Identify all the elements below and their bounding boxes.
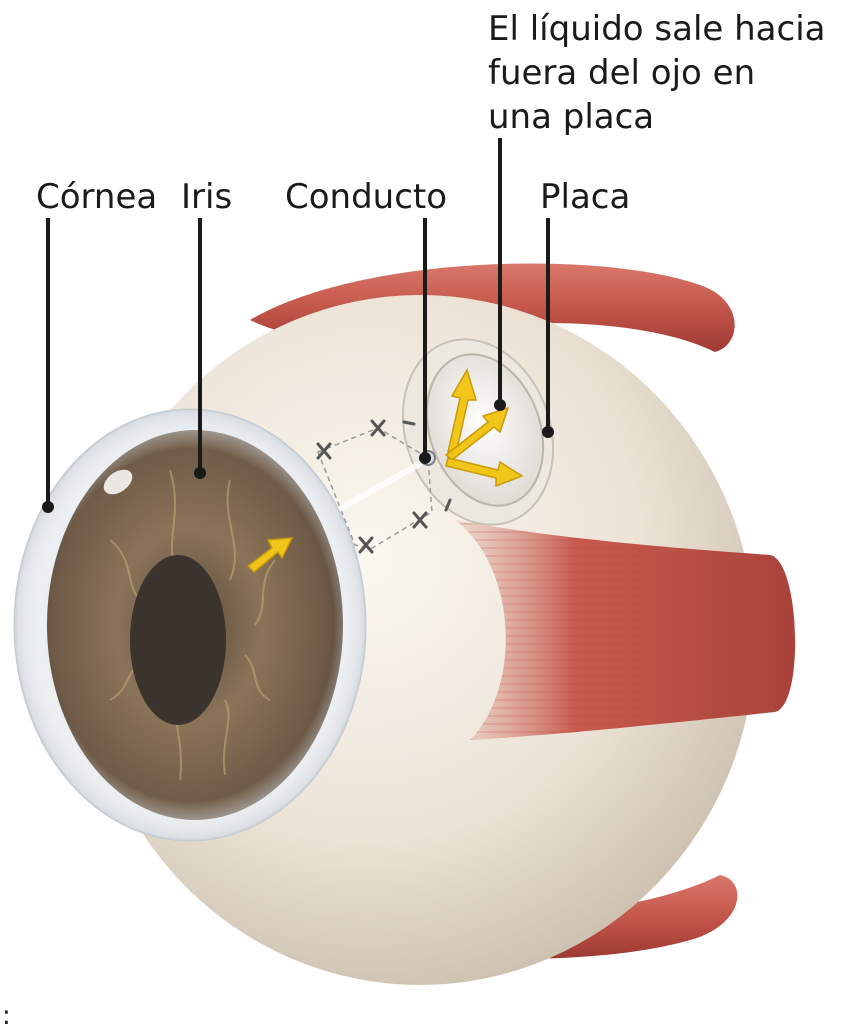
label-iris: Iris — [181, 177, 232, 217]
corner-mark: : — [2, 1001, 11, 1028]
label-plate: Placa — [540, 177, 630, 217]
label-fluid-exit-line1: El líquido sale hacia — [488, 9, 825, 49]
label-conduit: Conducto — [285, 177, 447, 217]
label-cornea: Córnea — [36, 177, 157, 217]
label-fluid-exit-line2: fuera del ojo en — [488, 53, 755, 93]
label-fluid-exit-line3: una placa — [488, 97, 654, 137]
